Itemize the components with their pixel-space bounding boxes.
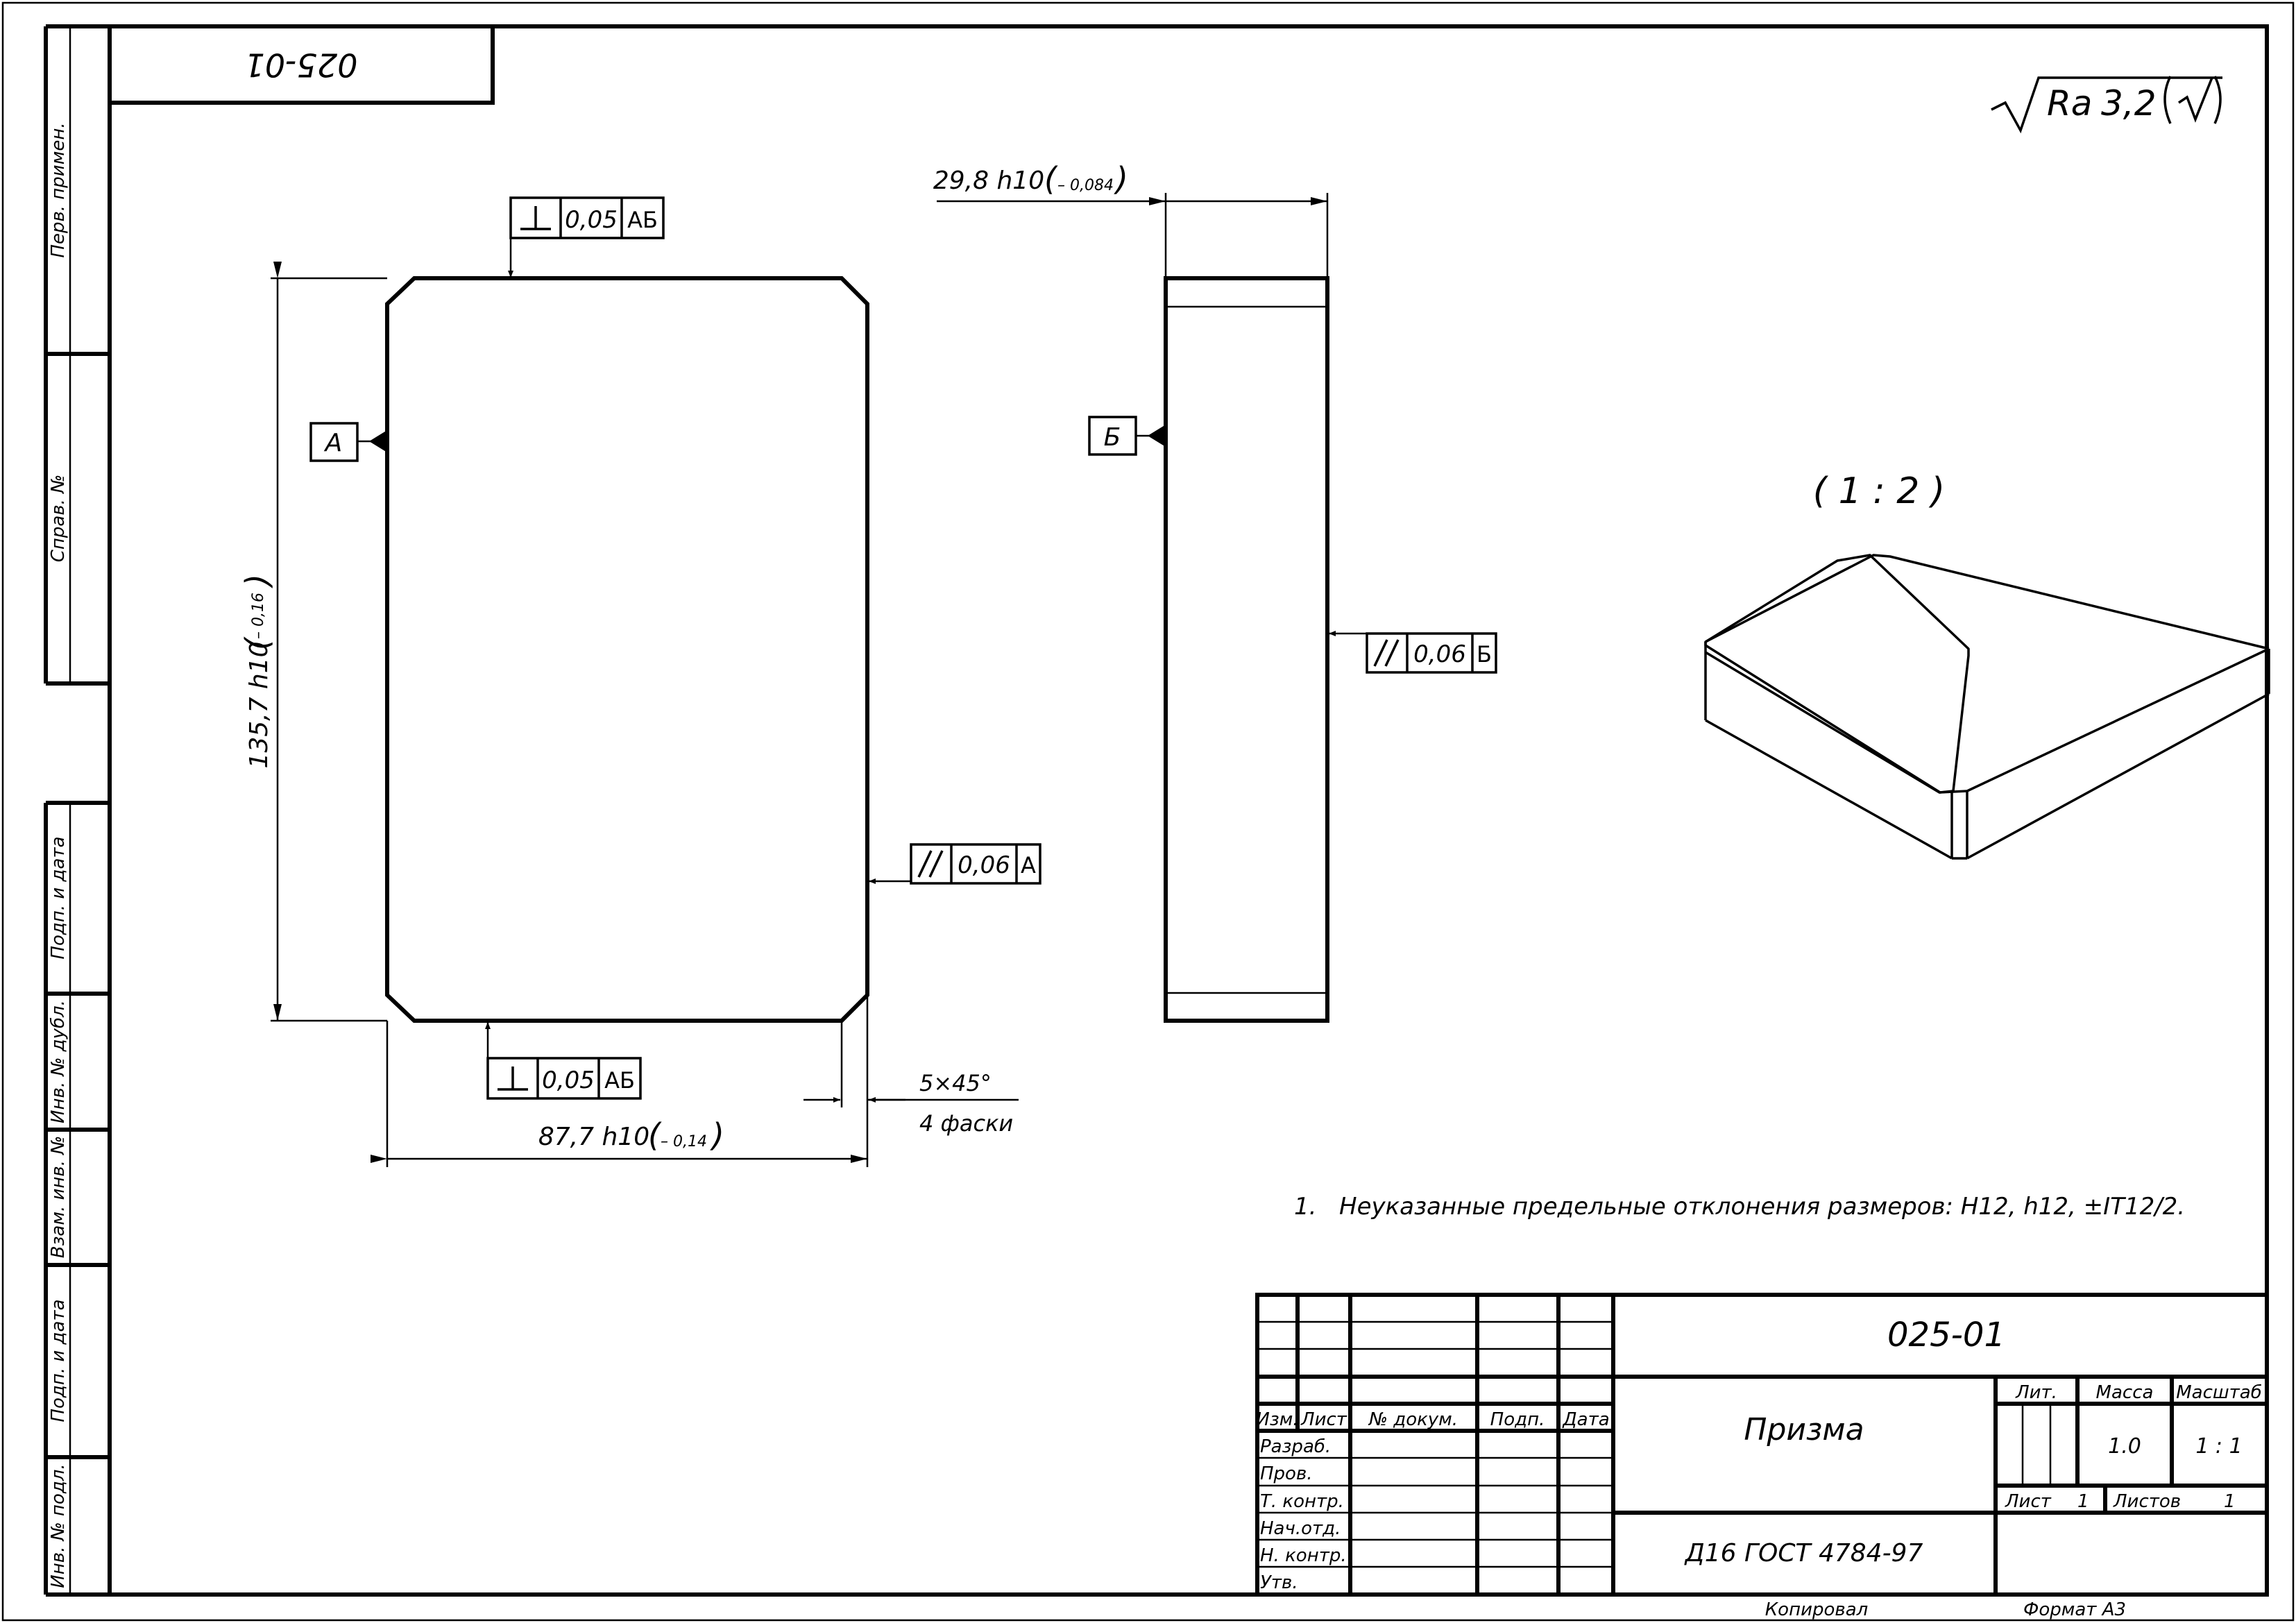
perp-bottom-value: 0,05 (542, 1067, 595, 1094)
top-code-box: 025-01 (108, 24, 495, 105)
perp-top-value: 0,05 (565, 206, 618, 234)
tb-row-t-kontr: Т. контр. (1260, 1491, 1344, 1512)
tb-lit-label: Лит. (2015, 1382, 2057, 1403)
stamp-podp-data-2: Подп. и дата (48, 1299, 69, 1422)
datum-a-label: А (324, 429, 343, 457)
chamfer-callout: 5×45° 4 фаски (803, 1021, 1019, 1137)
tb-row-razrab: Разраб. (1260, 1436, 1331, 1457)
left-stamp: Перв. примен. Справ. № Подп. и дата Инв.… (44, 24, 110, 1597)
svg-text:(: ( (648, 1116, 662, 1154)
parallel-b-frame: 0,06 Б (1329, 631, 1497, 674)
parallel-a-frame: 0,06 А (869, 843, 1041, 885)
note-1-num: 1. (1294, 1193, 1316, 1221)
isometric-view: ( 1 : 2 ) (1704, 470, 2270, 860)
svg-text:): ) (710, 1116, 724, 1154)
tb-col-izm: Изм. (1256, 1409, 1298, 1430)
front-view-outline (385, 276, 869, 1023)
side-view-outline (1164, 276, 1329, 1023)
roughness-value: 3,2 (2101, 83, 2157, 124)
tb-format-label: Формат А3 (2023, 1599, 2126, 1620)
stamp-sprav-no: Справ. № (48, 475, 69, 562)
front-view: 135,7 h10 ( – 0,16 ) 87,7 h10 ( – 0,14 )… (239, 196, 1041, 1167)
roughness-symbol: Ra 3,2 (1991, 76, 2222, 134)
tb-sheets-value: 1 (2224, 1491, 2236, 1512)
perp-top-frame: 0,05 АБ (508, 196, 665, 278)
parallel-b-datum: Б (1477, 641, 1492, 668)
tb-material: Д16 ГОСТ 4784-97 (1684, 1539, 1923, 1567)
perp-top-datum: АБ (627, 207, 658, 233)
tb-col-podp: Подп. (1490, 1409, 1545, 1430)
svg-text:(: ( (1044, 160, 1058, 198)
chamfer-count: 4 фаски (919, 1110, 1013, 1137)
iso-scale-label: ( 1 : 2 ) (1813, 470, 1945, 512)
tb-col-data: Дата (1562, 1409, 1609, 1430)
parallel-a-value: 0,06 (958, 851, 1010, 879)
tb-part-name: Призма (1744, 1412, 1864, 1447)
inner-frame (108, 24, 2269, 1597)
parallel-a-datum: А (1021, 852, 1036, 878)
tb-col-list: Лист (1300, 1409, 1347, 1430)
tb-copied-label: Копировал (1765, 1599, 1869, 1620)
stamp-podp-data-1: Подп. и дата (48, 836, 69, 959)
tb-mass-value: 1.0 (2108, 1434, 2141, 1459)
tb-sheets-label: Листов (2113, 1491, 2181, 1512)
tb-col-no-dokum: № докум. (1368, 1409, 1458, 1430)
perp-bottom-datum: АБ (604, 1067, 635, 1094)
tb-sheet-value: 1 (2077, 1491, 2089, 1512)
tb-row-prov: Пров. (1260, 1463, 1313, 1484)
note-1-text: Неуказанные предельные отклонения размер… (1339, 1193, 2185, 1221)
perp-bottom-frame: 0,05 АБ (485, 1022, 642, 1100)
parallel-b-value: 0,06 (1413, 640, 1466, 668)
side-view: 29,8 h10 ( – 0,084 ) Б 0,06 Б (933, 160, 1497, 1023)
stamp-perv-primen: Перв. примен. (48, 122, 69, 257)
height-dim-tolerance: – 0,16 (250, 593, 267, 639)
chamfer-size: 5×45° (919, 1070, 992, 1096)
tb-row-n-kontr: Н. контр. (1260, 1545, 1347, 1566)
svg-text:): ) (1114, 160, 1128, 198)
tb-row-nach-otd: Нач.отд. (1260, 1518, 1341, 1539)
height-dim-nominal: 135,7 h10 (245, 641, 273, 768)
tb-sheet-label: Лист (2005, 1491, 2052, 1512)
title-block: 025-01 Призма Д16 ГОСТ 4784-97 Изм. Лист… (1255, 1293, 2269, 1620)
tb-designation: 025-01 (1887, 1316, 2005, 1354)
datum-b-label: Б (1104, 423, 1121, 452)
width-dim-nominal: 87,7 h10 (538, 1123, 649, 1151)
stamp-inv-podl: Инв. № подл. (48, 1463, 69, 1588)
tb-mass-label: Масса (2096, 1382, 2154, 1403)
svg-text:(: ( (239, 636, 276, 650)
tb-scale-label: Масштаб (2176, 1382, 2262, 1403)
svg-text:): ) (239, 574, 276, 588)
tb-scale-value: 1 : 1 (2195, 1434, 2242, 1459)
thickness-dim-nominal: 29,8 h10 (933, 167, 1044, 195)
stamp-vzam-inv: Взам. инв. № (48, 1136, 69, 1259)
stamp-inv-dubl: Инв. № дубл. (48, 1000, 69, 1123)
tb-row-utv: Утв. (1260, 1572, 1298, 1593)
width-dim-tolerance: – 0,14 (661, 1133, 707, 1150)
roughness-prefix: Ra (2047, 83, 2092, 124)
thickness-dim-tolerance: – 0,084 (1057, 177, 1114, 194)
top-code-text: 025-01 (245, 46, 358, 84)
